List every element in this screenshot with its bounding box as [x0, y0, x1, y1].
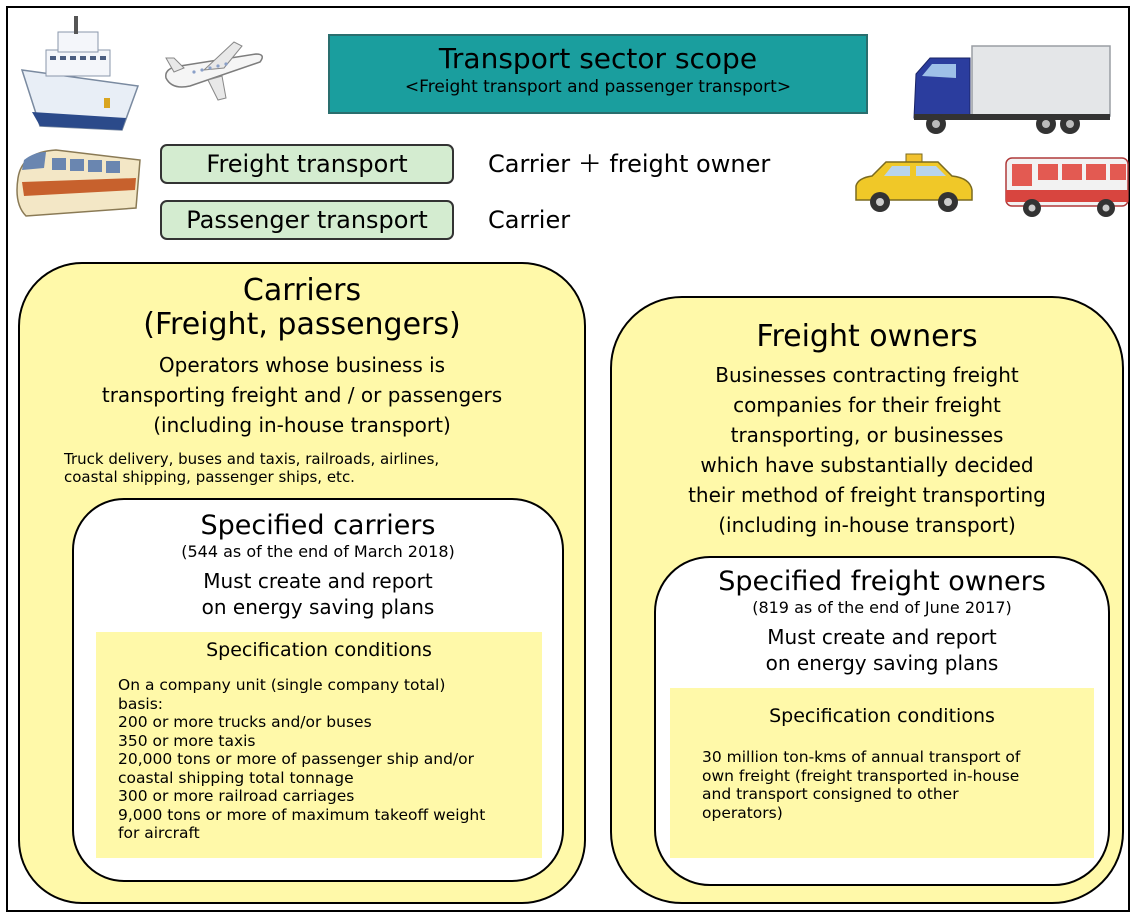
duty-line: Must create and report [203, 569, 433, 593]
carriers-description: Operators whose business is transporting… [20, 350, 584, 440]
title-main: Transport sector scope [438, 42, 758, 75]
carriers-desc-line: Operators whose business is [158, 353, 446, 377]
freight-owners-description: Businesses contracting freight companies… [612, 360, 1122, 540]
owners-conditions-list: 30 million ton-kms of annual transport o… [702, 748, 1094, 822]
duty-line: Must create and report [767, 625, 997, 649]
owners-desc-line: which have substantially decided [700, 453, 1034, 477]
condition-line: 200 or more trucks and/or buses [118, 713, 372, 731]
diagram-frame [6, 6, 1130, 912]
owners-conditions-title: Specification conditions [769, 705, 995, 727]
title-subtitle: <Freight transport and passenger transpo… [404, 77, 792, 97]
carriers-conditions-box: Specification conditions On a company un… [96, 632, 542, 858]
condition-line: operators) [702, 803, 783, 822]
freight-transport-label: Freight transport [160, 144, 454, 184]
owners-desc-line: their method of freight transporting [688, 483, 1046, 507]
condition-line: basis: [118, 694, 164, 713]
bus-icon [1005, 157, 1129, 217]
owners-conditions-box: Specification conditions 30 million ton-… [670, 688, 1094, 858]
freight-transport-scope: Carrier ＋ freight owner [488, 150, 771, 178]
condition-line: 300 or more railroad carriages [118, 787, 355, 805]
carriers-conditions-list: On a company unit (single company total)… [118, 676, 542, 843]
specified-freight-owners-count: (819 as of the end of June 2017) [752, 598, 1012, 617]
specified-freight-owners-duty: Must create and report on energy saving … [656, 624, 1108, 676]
condition-line: 30 million ton-kms of annual transport o… [702, 748, 1021, 766]
train-icon [16, 149, 141, 217]
condition-line: coastal shipping total tonnage [118, 768, 354, 787]
carriers-example-line: Truck delivery, buses and taxis, railroa… [64, 450, 440, 468]
carriers-example-line: coastal shipping, passenger ships, etc. [64, 468, 355, 486]
passenger-transport-scope: Carrier [488, 206, 571, 234]
condition-line: and transport consigned to other [702, 785, 959, 803]
owners-desc-line: Businesses contracting freight [715, 363, 1019, 387]
specified-freight-owners-heading: Specified freight owners [718, 566, 1046, 597]
title-box: Transport sector scope <Freight transpor… [328, 34, 868, 114]
specified-carriers-duty: Must create and report on energy saving … [74, 568, 562, 620]
carriers-heading: Carriers [242, 273, 362, 308]
airplane-icon [165, 41, 263, 101]
carriers-conditions-title: Specification conditions [206, 639, 432, 661]
specified-carriers-heading: Specified carriers [200, 510, 436, 541]
condition-line: 9,000 tons or more of maximum takeoff we… [118, 805, 486, 824]
duty-line: on energy saving plans [765, 651, 999, 675]
owners-desc-line: companies for their freight [733, 393, 1001, 417]
truck-icon [913, 45, 1111, 134]
owners-desc-line: transporting, or businesses [730, 423, 1004, 447]
condition-line: for aircraft [118, 824, 200, 842]
duty-line: on energy saving plans [201, 595, 435, 619]
passenger-transport-label: Passenger transport [160, 200, 454, 240]
condition-line: own freight (freight transported in-hous… [702, 766, 1020, 785]
carriers-heading-sub: (Freight, passengers) [143, 307, 461, 342]
carriers-desc-line: transporting freight and / or passengers [101, 383, 503, 407]
condition-line: 20,000 tons or more of passenger ship an… [118, 750, 475, 768]
freight-owners-heading: Freight owners [756, 319, 978, 354]
carriers-examples: Truck delivery, buses and taxis, railroa… [64, 450, 584, 486]
ship-icon [20, 16, 140, 131]
condition-line: On a company unit (single company total) [118, 676, 446, 694]
condition-line: 350 or more taxis [118, 731, 256, 750]
carriers-desc-line: (including in-house transport) [153, 413, 451, 437]
owners-desc-line: (including in-house transport) [718, 513, 1016, 537]
specified-carriers-count: (544 as of the end of March 2018) [181, 542, 455, 561]
taxi-icon [855, 153, 973, 212]
